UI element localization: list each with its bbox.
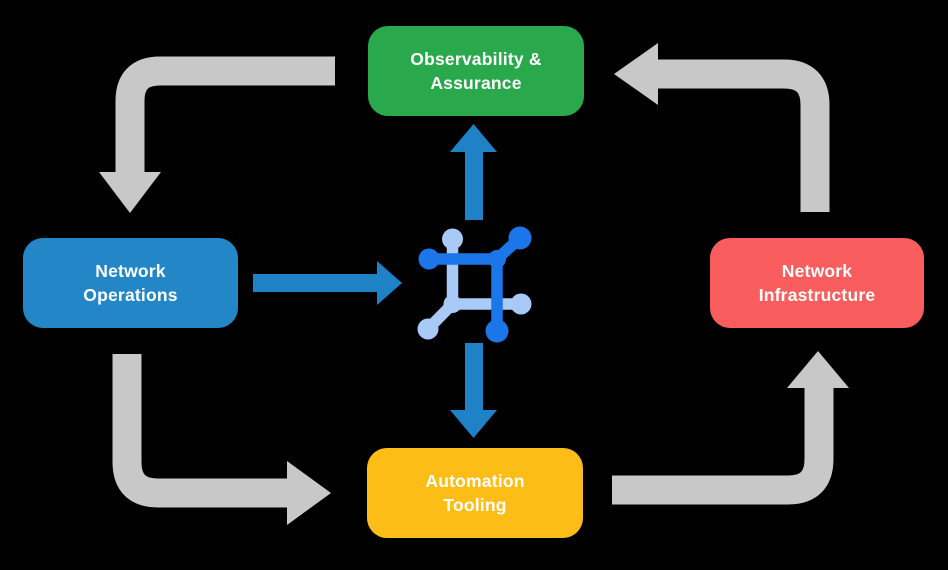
network-automation-icon xyxy=(417,226,532,343)
node-observability-label: Observability & Assurance xyxy=(410,49,542,93)
arrow-operations-to-automation xyxy=(112,354,331,525)
arrow-infrastructure-to-observability xyxy=(614,43,830,212)
node-automation-tooling: Automation Tooling xyxy=(367,448,583,538)
arrow-automation-to-infrastructure xyxy=(612,351,849,505)
arrow-observability-to-operations xyxy=(99,56,335,213)
node-network-operations: Network Operations xyxy=(23,238,238,328)
arrow-operations-to-center xyxy=(253,261,402,305)
arrow-center-to-automation xyxy=(450,343,497,438)
node-infrastructure-label: Network Infrastructure xyxy=(758,261,876,305)
node-automation-label: Automation Tooling xyxy=(425,471,525,515)
node-operations-label: Network Operations xyxy=(83,261,178,305)
node-network-infrastructure: Network Infrastructure xyxy=(710,238,924,328)
node-observability-assurance: Observability & Assurance xyxy=(368,26,584,116)
arrow-center-to-observability xyxy=(450,124,497,220)
